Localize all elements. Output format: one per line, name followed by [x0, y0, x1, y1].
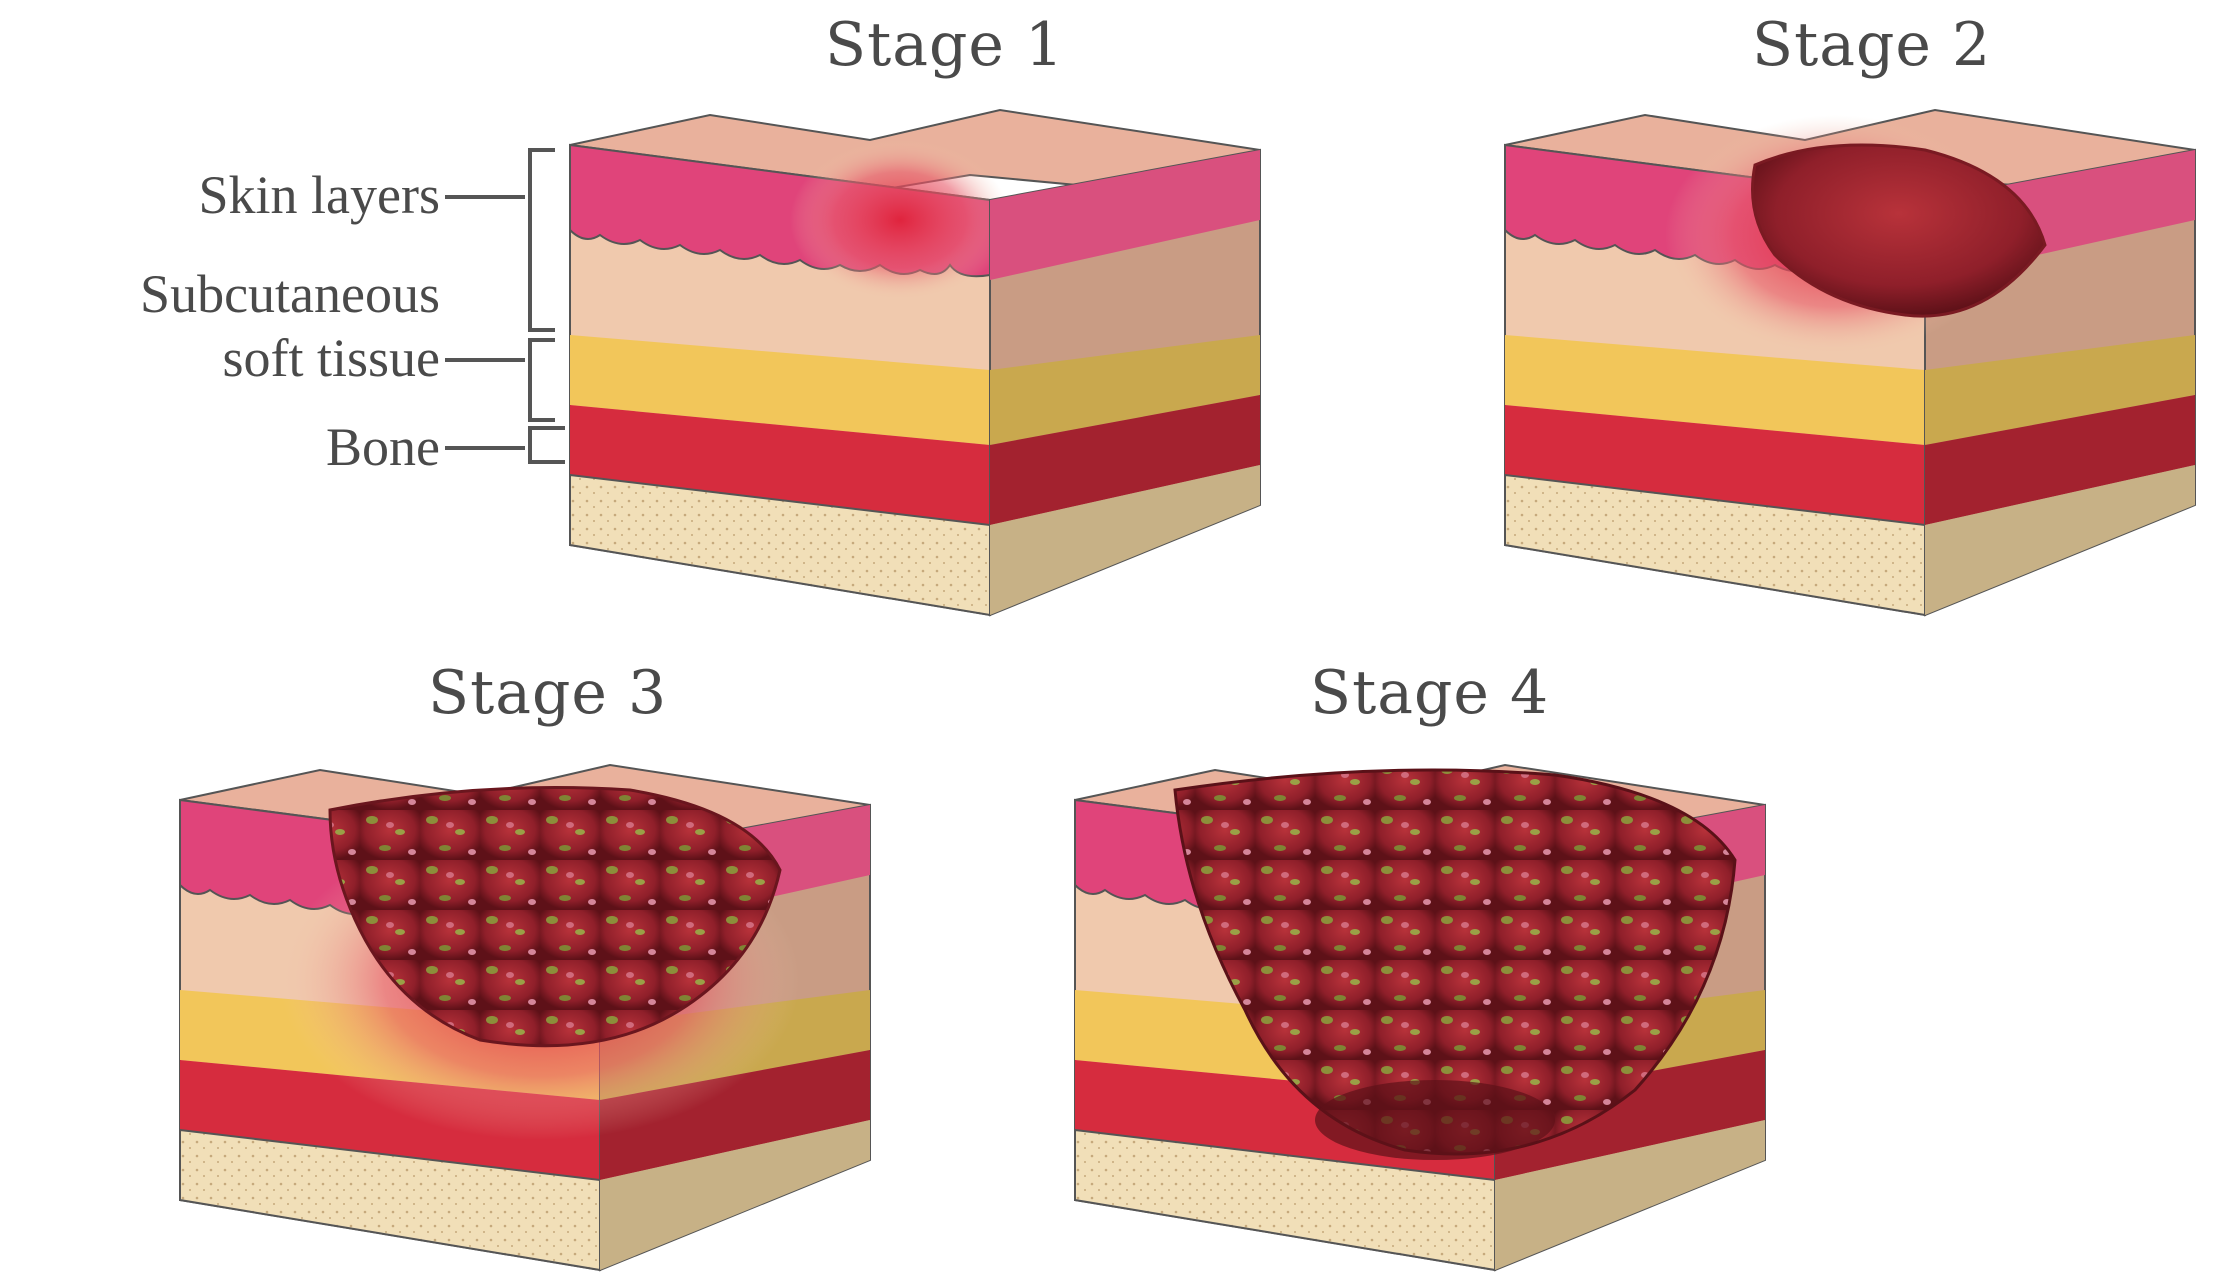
- stage-2-title: Stage 2: [1752, 10, 1992, 80]
- bone-label: Bone: [326, 417, 440, 477]
- stage-3-title: Stage 3: [428, 658, 668, 728]
- subcutaneous-label-line1: Subcutaneous: [140, 264, 440, 324]
- stage-3-diagram: [179, 763, 871, 1272]
- stage-2-diagram: [1504, 108, 2196, 617]
- stage-4-diagram: [1074, 763, 1766, 1272]
- stage-4-title: Stage 4: [1310, 658, 1550, 728]
- skin-layers-label: Skin layers: [198, 165, 440, 225]
- stage-1-title: Stage 1: [825, 10, 1065, 80]
- stage-1-diagram: [569, 108, 1261, 617]
- subcutaneous-label-line2: soft tissue: [222, 328, 440, 388]
